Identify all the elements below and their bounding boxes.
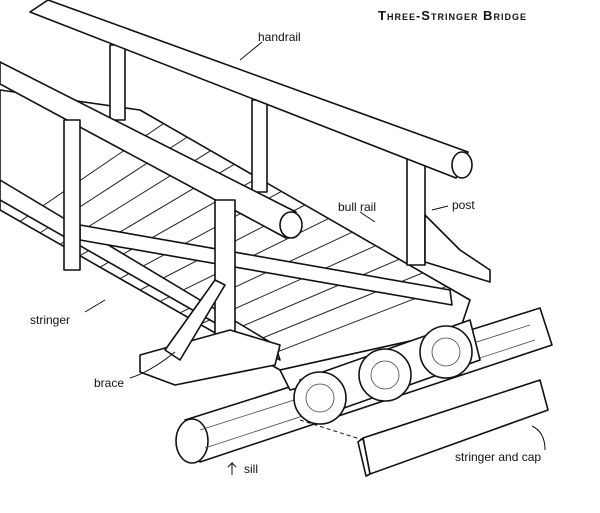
post bbox=[214, 199, 236, 341]
label-stringer-and-cap: stringer and cap bbox=[455, 450, 542, 464]
label-sill: sill bbox=[244, 462, 258, 476]
deck-plank-line bbox=[219, 258, 400, 337]
post bbox=[63, 119, 81, 271]
diagram-title: Three-Stringer Bridge bbox=[378, 8, 527, 23]
brace-base bbox=[139, 329, 281, 386]
stringer-ends bbox=[293, 319, 481, 425]
brace bbox=[424, 214, 491, 283]
cap-beam bbox=[299, 379, 549, 477]
handrail bbox=[29, 0, 473, 179]
brace bbox=[164, 279, 226, 361]
label-bull-rail: bull rail bbox=[338, 200, 377, 214]
label-post: post bbox=[452, 198, 475, 212]
bull-rail bbox=[0, 61, 303, 239]
post bbox=[251, 99, 268, 193]
post bbox=[109, 44, 126, 121]
label-handrail: handrail bbox=[258, 30, 301, 44]
post bbox=[406, 154, 426, 266]
label-stringer: stringer bbox=[30, 313, 71, 327]
label-brace: brace bbox=[94, 376, 125, 390]
